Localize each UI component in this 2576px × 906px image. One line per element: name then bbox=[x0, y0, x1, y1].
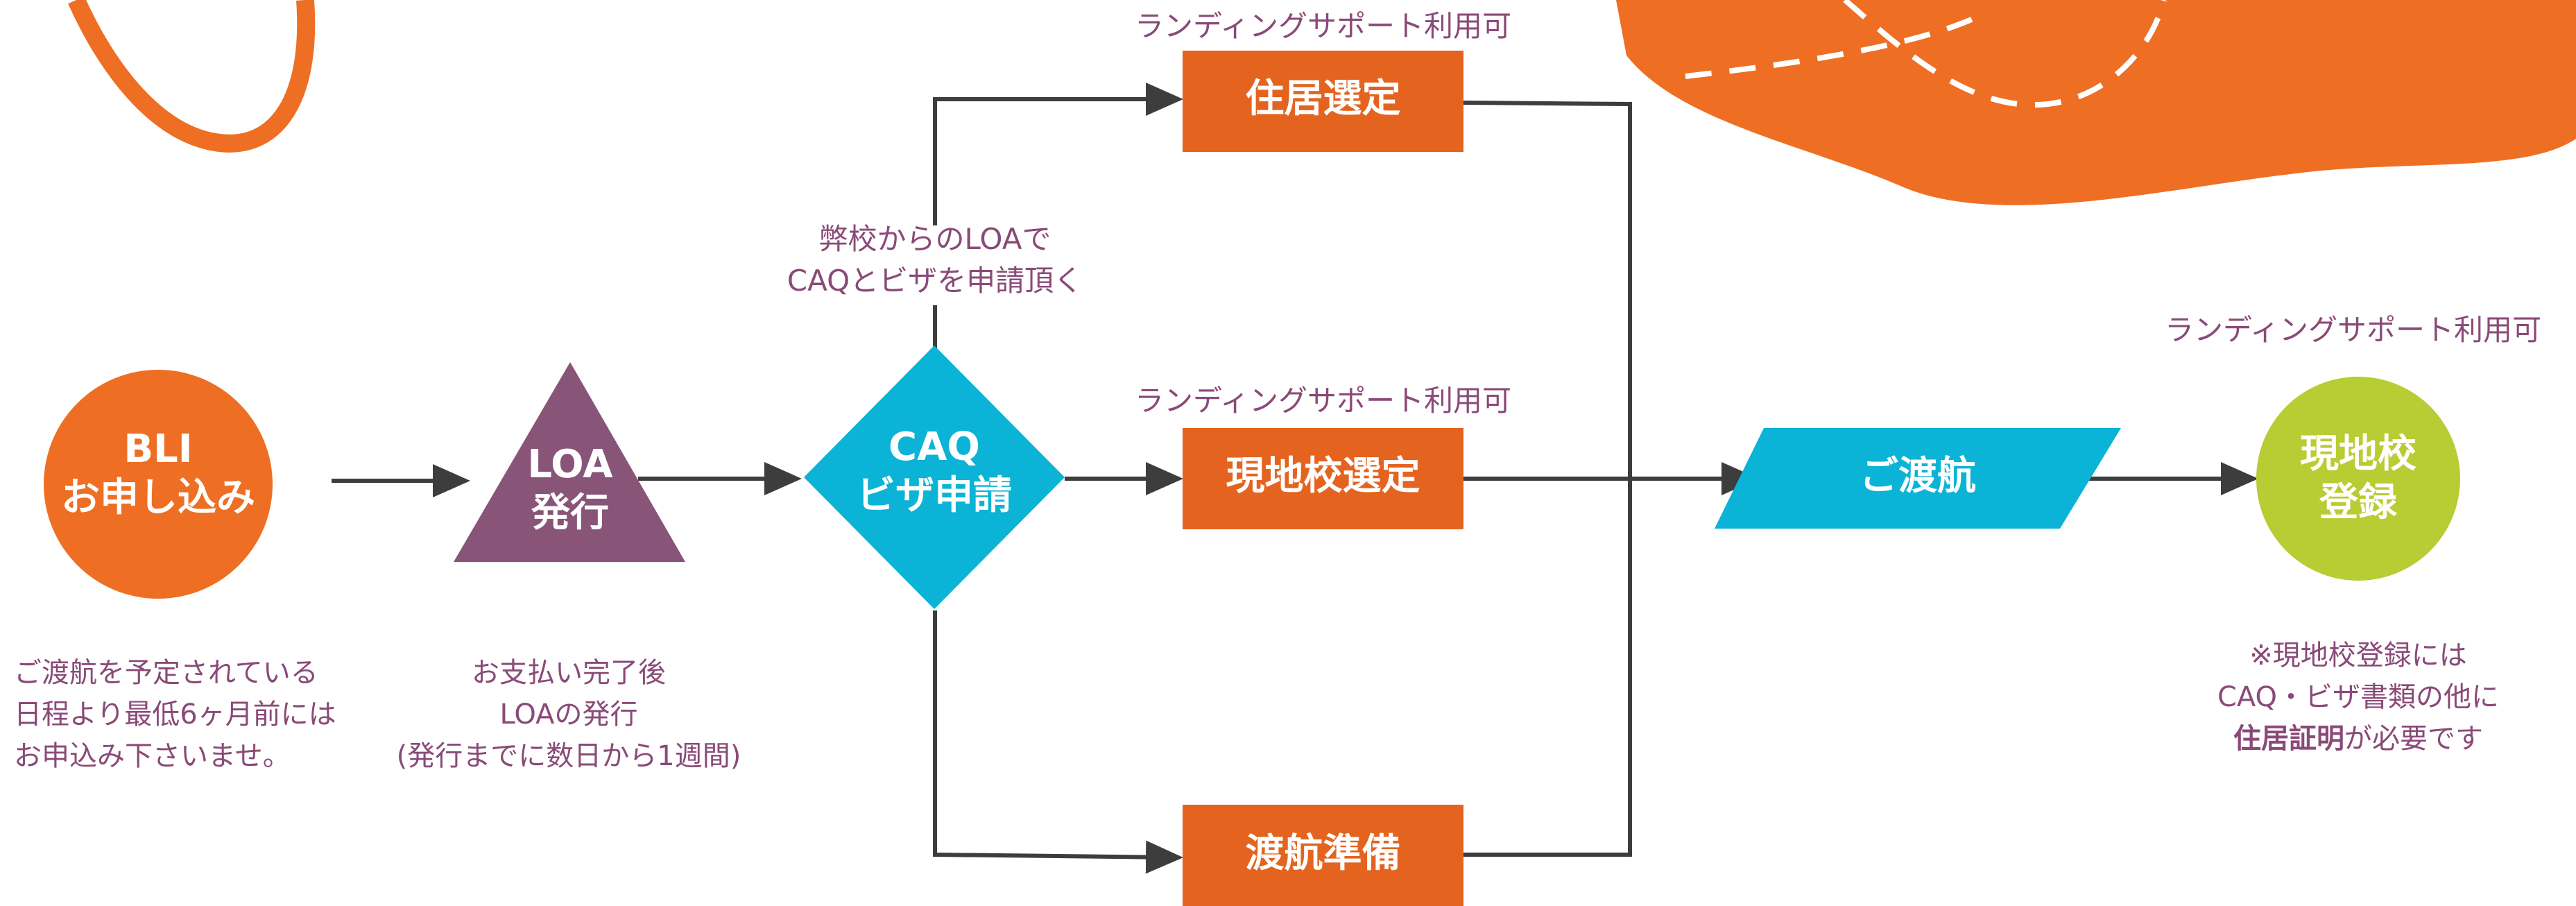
node-loa-triangle bbox=[454, 362, 685, 562]
node-prep-label: 渡航準備 bbox=[1245, 831, 1401, 876]
decorative-orange-blob bbox=[1616, 0, 2576, 205]
node-bli-circle bbox=[44, 370, 273, 599]
note-bli: ご渡航を予定されている 日程より最低6ヶ月前には お申込み下さいませ。 bbox=[14, 657, 336, 772]
node-prep-box bbox=[1183, 805, 1463, 906]
node-local-school-label: 現地校選定 bbox=[1226, 454, 1420, 499]
arrow-caq-to-prep bbox=[933, 610, 1183, 874]
node-bli-label: BLI お申し込み bbox=[61, 427, 255, 520]
note-registration-line3: 住居証明が必要です bbox=[2164, 718, 2552, 760]
note-loa: お支払い完了後 LOAの発行 (発行までに数日から1週間) bbox=[396, 657, 741, 772]
landing-support-label-top: ランディングサポート利用可 bbox=[1134, 9, 1512, 43]
node-housing-box bbox=[1183, 51, 1463, 152]
landing-support-label-mid: ランディングサポート利用可 bbox=[1134, 384, 1512, 418]
landing-support-label-right: ランディングサポート利用可 bbox=[2164, 313, 2542, 347]
node-departure-parallelogram bbox=[1715, 428, 2121, 529]
node-departure-label: ご渡航 bbox=[1860, 454, 1976, 499]
node-registration-circle bbox=[2256, 377, 2460, 581]
connectors bbox=[332, 83, 2258, 874]
note-registration-line2: CAQ・ビザ書類の他に bbox=[2217, 681, 2500, 713]
decorative-dashed-curve-1 bbox=[1685, 11, 1985, 79]
note-registration-line1: ※現地校登録には bbox=[2249, 640, 2467, 672]
node-loa-label: LOA 発行 bbox=[527, 442, 613, 536]
node-caq-diamond bbox=[804, 345, 1065, 609]
decorative-orange-loop bbox=[68, 0, 316, 153]
note-registration-tail: が必要です bbox=[2344, 723, 2483, 755]
arrow-caq-to-housing-upper bbox=[933, 83, 1183, 225]
note-registration-bold: 住居証明 bbox=[2233, 723, 2344, 755]
node-registration-label: 現地校 登録 bbox=[2300, 431, 2416, 525]
decorative-dashed-curve-2 bbox=[1843, 0, 2167, 108]
note-registration: ※現地校登録には CAQ・ビザ書類の他に 住居証明が必要です bbox=[2164, 635, 2552, 760]
node-caq-label: CAQ ビザ申請 bbox=[857, 425, 1012, 518]
node-local-school-box bbox=[1183, 428, 1463, 529]
caq-note: 弊校からのLOAで CAQとビザを申請頂く bbox=[787, 222, 1083, 298]
node-housing-label: 住居選定 bbox=[1245, 76, 1401, 121]
